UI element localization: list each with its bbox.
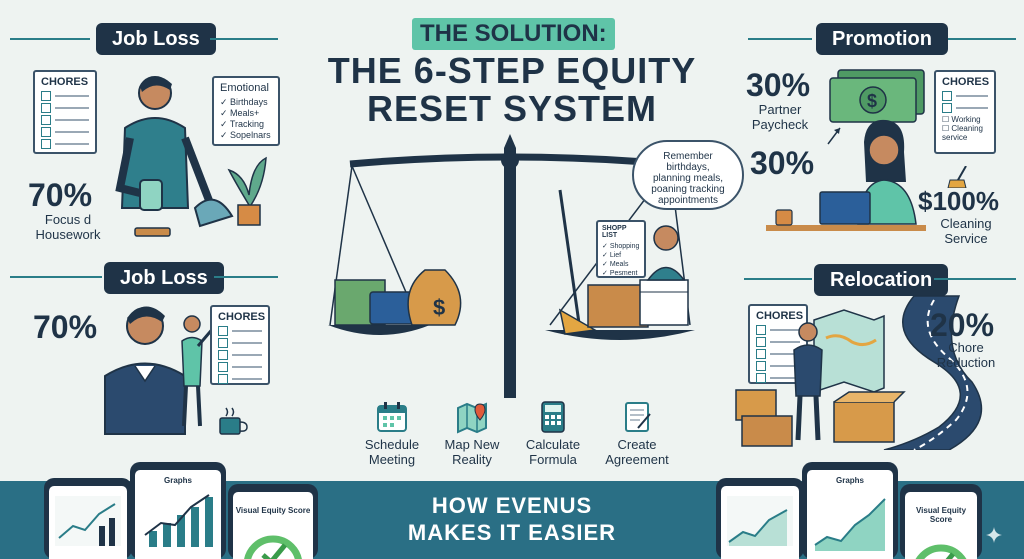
emotional-item: ✓ Tracking [220,119,265,129]
divider [744,278,812,280]
shopping-list-title: SHOPP LIST [602,225,627,239]
check-gauge-icon [915,544,967,559]
divider [10,38,90,40]
job-loss-pill-top: Job Loss [96,23,216,55]
divider [214,276,278,278]
map-icon [457,402,487,434]
solution-tag: THE SOLUTION: [412,18,615,50]
phone-mockup [44,478,132,559]
emotional-item: ✓ Meals+ [220,108,260,118]
woman-laptop-illustration [766,119,926,231]
svg-text:$: $ [433,295,445,320]
svg-text:$: $ [867,91,877,111]
phone-mockup: Graphs [130,462,226,559]
job-loss-pill-bottom: Job Loss [104,262,224,294]
check-gauge-icon [244,535,302,559]
promotion-caption-3: Cleaning Service [940,216,992,246]
phone-mockup: Visual Equity Score [900,484,982,559]
balance-scale-illustration: $ [328,134,695,398]
emotional-card-title: Emotional [220,82,269,94]
thought-bubble: Remember birthdays, planning meals, poan… [632,140,744,210]
phone-mockup: Visual Equity Score [228,484,318,559]
phone-graphs-label: Graphs [163,476,192,485]
divider [210,38,278,40]
emotional-item: ✓ Birthdays [220,97,268,107]
job-loss-percent-top: 70% [28,177,93,213]
emotional-card: Emotional ✓ Birthdays ✓ Meals+ ✓ Trackin… [212,76,280,146]
promotion-pill: Promotion [816,23,948,55]
step-label: Schedule [364,437,420,452]
money-icon: $ [829,69,925,123]
step-label: Map New [444,437,500,452]
step-label: Formula [529,452,577,467]
phone-graphs-label: Graphs [835,476,864,485]
emotional-item: ✓ Sopelnars [220,130,271,140]
chores-item: ☐ Working [942,115,981,124]
main-title-line2: RESET SYSTEM [366,88,658,129]
step-calculate-formula: Calculate Formula [513,400,593,467]
promotion-percent-2: 30% [750,145,815,181]
person-thinking-illustration [104,306,217,435]
relocation-percent: 20% [930,307,995,343]
promotion-percent-3: $100% [918,186,999,216]
coffee-mug-icon [219,407,248,435]
chores-card-title: CHORES [41,76,89,88]
promotion-percent-1: 30% [746,67,811,103]
how-evenus-title: HOW EVENUS MAKES IT EASIER [407,493,617,545]
promotion-caption-1: Partner Paycheck [751,102,809,132]
phone-mockup: Graphs [802,462,898,559]
step-create-agreement: Create Agreement [597,400,677,467]
document-icon [625,402,651,432]
plant-icon [227,156,267,226]
main-title: THE 6-STEP EQUITY RESET SYSTEM [300,52,724,128]
relocation-pill: Relocation [814,264,949,296]
step-label: Calculate [525,437,581,452]
line-chart-icon [727,496,793,546]
shopping-list-item: ✓ Pesment [602,270,638,277]
area-chart-icon [814,498,886,551]
divider [934,278,1016,280]
chores-card: CHORES [210,305,270,385]
chores-card-title: CHORES [756,310,804,322]
relocation-illustration [735,295,983,450]
broom-icon [947,166,967,188]
bar-chart-icon [144,494,213,547]
person-cleaning-illustration [115,76,234,237]
step-label: Agreement [605,452,669,467]
divider [748,38,812,40]
shopping-list-card: SHOPP LIST ✓ Shopping ✓ Lief ✓ Meals ✓ P… [596,220,646,278]
job-loss-percent-bottom: 70% [33,309,98,345]
chores-item: ☐ Cleaning service [942,124,983,142]
calendar-icon [377,402,407,432]
chores-card: CHORES ☐ Working ☐ Cleaning service [934,70,996,154]
chores-card: CHORES [33,70,97,154]
chores-card-title: CHORES [218,311,266,323]
step-schedule-meeting: Schedule Meeting [352,400,432,467]
step-label: Meeting [368,452,416,467]
shopping-list-item: ✓ Lief [602,252,622,259]
divider [948,38,1016,40]
step-label: Create [617,437,657,452]
relocation-caption: Chore Reduction [936,340,996,370]
job-loss-caption-top: Focus d Housework [35,212,101,242]
shopping-list-item: ✓ Meals [602,261,629,268]
chores-card-title: CHORES [942,76,990,88]
calculator-icon [541,401,565,433]
phone-score-label: Visual Equity Score [915,506,967,524]
divider [10,276,102,278]
sparkle-icon [986,527,1002,543]
step-map-new-reality: Map New Reality [432,400,512,467]
main-title-line1: THE 6-STEP EQUITY [327,50,697,91]
phone-score-label: Visual Equity Score [235,506,311,515]
shopping-list-item: ✓ Shopping [602,243,640,250]
phone-mockup [716,478,804,559]
step-label: Reality [452,452,492,467]
line-chart-icon [55,496,121,546]
